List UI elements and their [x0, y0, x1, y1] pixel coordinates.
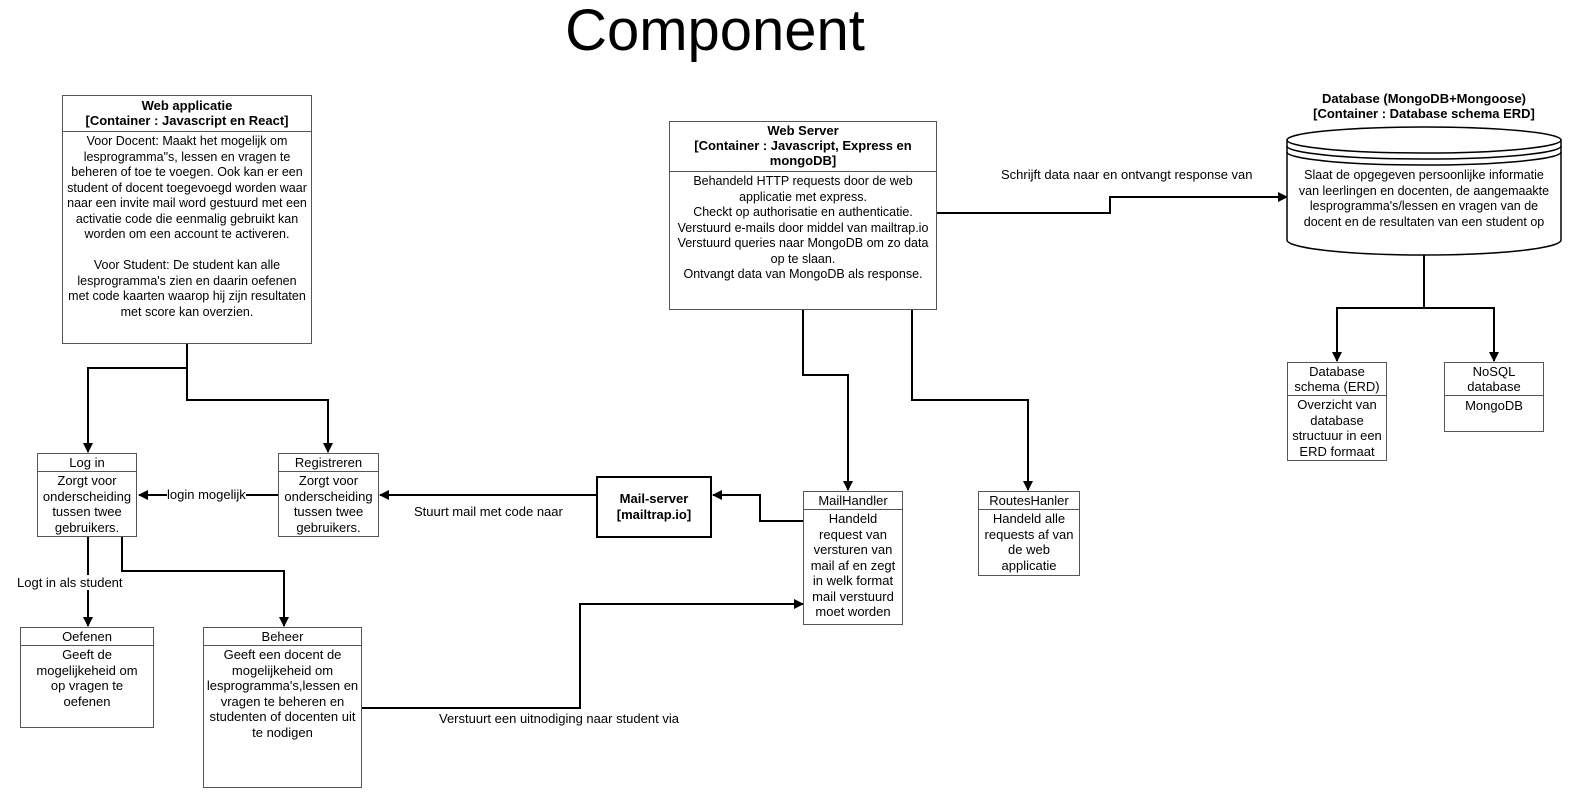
mail-server-box: Mail-server [mailtrap.io] — [596, 476, 712, 538]
arrow-webserver-to-routes — [911, 310, 1033, 491]
mail-server-label: Mail-server [mailtrap.io] — [616, 491, 692, 522]
db-schema-component: Database schema (ERD) Overzicht van data… — [1287, 362, 1387, 461]
arrow-beheer-to-mailhandler — [362, 599, 804, 709]
arrow-webserver-to-database — [937, 192, 1288, 214]
webserver-header: Web Server [Container : Javascript, Expr… — [670, 122, 936, 172]
webserver-container: Web Server [Container : Javascript, Expr… — [669, 121, 937, 310]
webapp-header: Web applicatie [Container : Javascript e… — [63, 96, 311, 132]
beheer-header: Beheer — [204, 628, 361, 646]
database-header: Database (MongoDB+Mongoose) [Container :… — [1313, 91, 1535, 121]
mailhandler-description: Handeld request van versturen van mail a… — [810, 511, 896, 619]
nosql-header: NoSQL database — [1445, 363, 1543, 396]
routeshandler-component: RoutesHanler Handeld alle requests af va… — [978, 491, 1080, 576]
login-description: Zorgt voor onderscheiding tussen twee ge… — [42, 473, 132, 535]
webserver-description: Behandeld HTTP requests door de web appl… — [677, 174, 929, 281]
register-header: Registreren — [279, 454, 378, 472]
beheer-description: Geeft een docent de mogelijkeheid om les… — [206, 647, 359, 740]
mailhandler-component: MailHandler Handeld request van versture… — [803, 491, 903, 625]
nosql-component: NoSQL database MongoDB — [1444, 362, 1544, 432]
login-header: Log in — [38, 454, 136, 472]
db-schema-header: Database schema (ERD) — [1288, 363, 1386, 396]
arrow-webapp-to-register — [186, 343, 333, 453]
webapp-description: Voor Docent: Maakt het mogelijk om lespr… — [67, 134, 307, 319]
routeshandler-description: Handeld alle requests af van de web appl… — [984, 511, 1074, 573]
oefenen-component: Oefenen Geeft de mogelijkeheid om op vra… — [20, 627, 154, 728]
label-server-to-database: Schrijft data naar en ontvangt response … — [1001, 167, 1253, 182]
arrow-database-to-nosql — [1423, 255, 1499, 362]
label-login-possible: login mogelijk — [167, 487, 246, 502]
database-cylinder — [1286, 126, 1562, 256]
db-schema-description: Overzicht van database structuur in een … — [1292, 397, 1382, 459]
mailhandler-header: MailHandler — [804, 492, 902, 510]
register-description: Zorgt voor onderscheiding tussen twee ge… — [284, 473, 373, 535]
label-send-mail-code: Stuurt mail met code naar — [414, 504, 563, 519]
arrow-database-to-schema — [1332, 255, 1425, 362]
label-invite-via: Verstuurt een uitnodiging naar student v… — [439, 711, 679, 726]
login-component: Log in Zorgt voor onderscheiding tussen … — [37, 453, 137, 537]
arrow-webapp-to-login — [83, 343, 188, 453]
webapp-container: Web applicatie [Container : Javascript e… — [62, 95, 312, 344]
register-component: Registreren Zorgt voor onderscheiding tu… — [278, 453, 379, 537]
database-description: Slaat de opgegeven persoonlijke informat… — [1298, 168, 1550, 229]
diagram-title: Component — [565, 0, 865, 63]
arrow-webserver-to-mailhandler — [802, 310, 853, 491]
nosql-description: MongoDB — [1465, 398, 1523, 413]
routeshandler-header: RoutesHanler — [979, 492, 1079, 510]
label-login-as-student: Logt in als student — [17, 575, 123, 590]
arrow-mailhandler-to-mailserver — [712, 490, 803, 522]
arrow-login-to-beheer — [121, 537, 289, 627]
oefenen-description: Geeft de mogelijkeheid om op vragen te o… — [36, 647, 138, 709]
oefenen-header: Oefenen — [21, 628, 153, 646]
beheer-component: Beheer Geeft een docent de mogelijkeheid… — [203, 627, 362, 788]
